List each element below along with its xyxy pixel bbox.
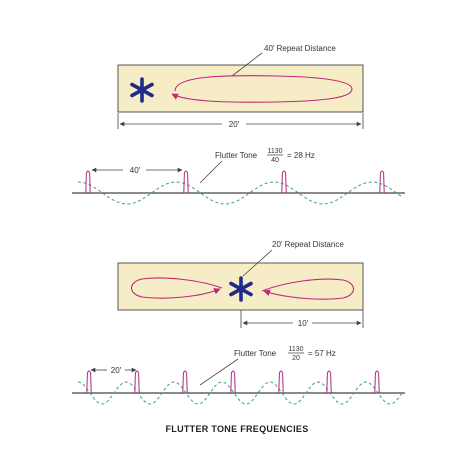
- pulse-spacing-label: 40′: [130, 166, 141, 175]
- width-label: 20′: [229, 120, 240, 129]
- reflection-pulse: [85, 170, 91, 194]
- reflection-pulse: [182, 370, 188, 394]
- reflection-pulse: [230, 370, 236, 394]
- reflection-path-loop: [171, 75, 353, 103]
- reflection-pulses: [85, 170, 385, 194]
- reflection-pulses: [86, 370, 380, 394]
- callout-leader: [231, 52, 263, 77]
- callout-leader: [242, 249, 273, 277]
- frequency-numerator: 1130: [288, 346, 303, 353]
- frequency-result: = 57 Hz: [308, 349, 336, 358]
- reflection-pulse: [134, 370, 140, 394]
- reflection-pulse: [374, 370, 380, 394]
- frequency-denominator: 20: [292, 355, 300, 362]
- reflection-pulse: [326, 370, 332, 394]
- flutter-tone-label: Flutter Tone: [215, 151, 258, 160]
- asterisk-star-icon: [229, 276, 253, 302]
- panel-40ft-repeat: 40′ Repeat Distance 20′ Flutter Tone 113…: [72, 44, 405, 205]
- frequency-numerator: 1130: [267, 148, 282, 155]
- reflection-pulse: [281, 170, 287, 194]
- reflection-pulse: [278, 370, 284, 394]
- asterisk-star-icon: [130, 77, 154, 103]
- figure-caption: FLUTTER TONE FREQUENCIES: [165, 424, 308, 434]
- reflection-pulse: [183, 170, 189, 194]
- flutter-tone-leader: [199, 160, 223, 184]
- panel-20ft-repeat: 20′ Repeat Distance 10′ Flutter Tone 113…: [72, 240, 405, 405]
- width-label: 10′: [298, 319, 309, 328]
- pulse-spacing-label: 20′: [111, 366, 122, 375]
- room-rectangle: [117, 64, 364, 113]
- frequency-result: = 28 Hz: [287, 151, 315, 160]
- reflection-path-loop-right: [261, 278, 355, 300]
- repeat-distance-label: 20′ Repeat Distance: [272, 240, 344, 249]
- reflection-pulse: [379, 170, 385, 194]
- reflection-path-loop-left: [130, 277, 223, 299]
- reflection-pulse: [86, 370, 92, 394]
- repeat-distance-label: 40′ Repeat Distance: [264, 44, 336, 53]
- frequency-denominator: 40: [271, 157, 279, 164]
- flutter-tone-label: Flutter Tone: [234, 349, 277, 358]
- flutter-tone-leader: [199, 358, 239, 386]
